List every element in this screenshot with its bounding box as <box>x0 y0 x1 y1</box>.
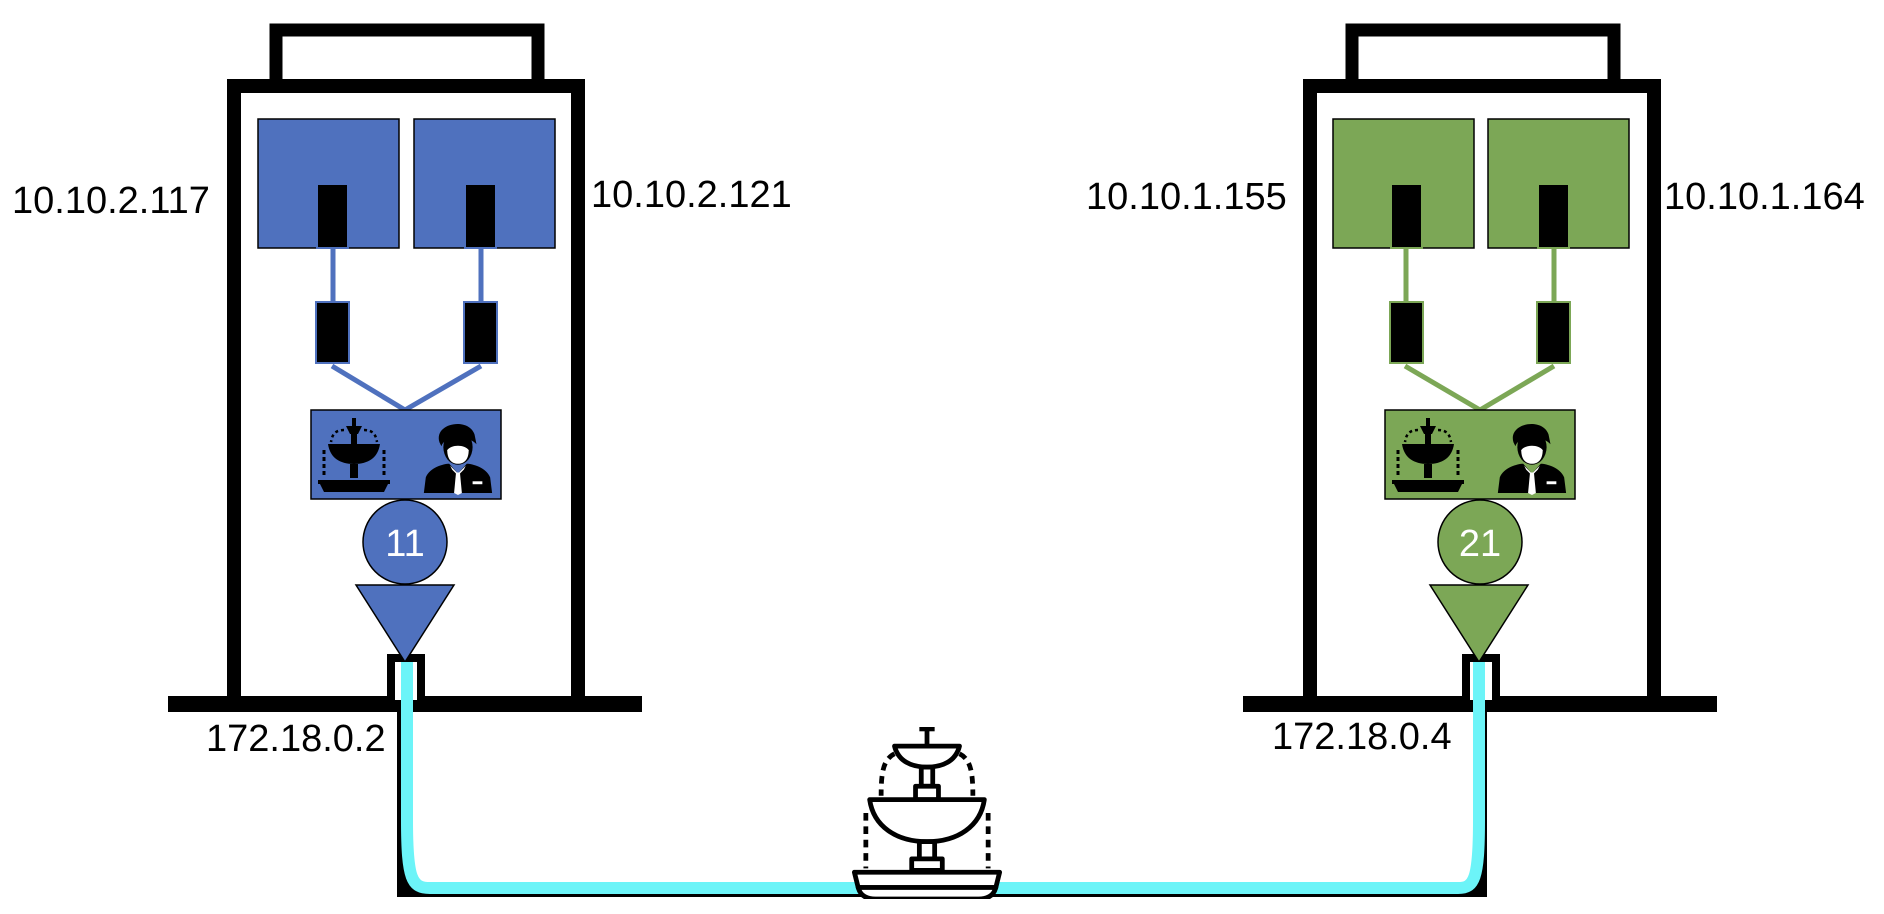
right-nic-1 <box>1389 301 1424 364</box>
left-nic-1 <box>315 301 350 364</box>
right-link-4 <box>1478 363 1556 413</box>
network-link <box>397 662 1487 899</box>
left-bridge-number: 11 <box>385 523 424 565</box>
right-link-3 <box>1403 363 1482 413</box>
left-host: 11 10.10.2.117 10.10.2.121 172.18.0.2 <box>12 23 792 760</box>
right-bridge-number: 21 <box>1459 523 1501 565</box>
left-vm-1-port <box>316 183 349 249</box>
right-gateway-triangle <box>1428 584 1530 664</box>
left-external-ip: 172.18.0.2 <box>206 718 386 760</box>
right-top-left-ip: 10.10.1.155 <box>1086 176 1287 218</box>
left-link-3 <box>330 363 407 413</box>
left-nic-2 <box>463 301 498 364</box>
right-host: 21 10.10.1.155 10.10.1.164 172.18.0.4 <box>1086 23 1865 758</box>
left-top-right-ip: 10.10.2.121 <box>591 174 792 216</box>
left-top-left-ip: 10.10.2.117 <box>12 180 210 222</box>
right-top-right-ip: 10.10.1.164 <box>1664 176 1865 218</box>
left-gateway-triangle <box>354 584 456 664</box>
right-vm-1-port <box>1390 183 1423 249</box>
left-link-4 <box>403 363 483 413</box>
left-host-roof <box>269 23 545 93</box>
right-host-roof <box>1345 23 1621 93</box>
right-bridge-circle <box>1437 499 1523 585</box>
left-vm-2-port <box>464 183 497 249</box>
fountain-icon <box>854 727 999 899</box>
right-nic-2 <box>1536 301 1571 364</box>
left-bridge-circle <box>362 499 448 585</box>
right-vm-2-port <box>1537 183 1570 249</box>
right-external-ip: 172.18.0.4 <box>1272 716 1452 758</box>
